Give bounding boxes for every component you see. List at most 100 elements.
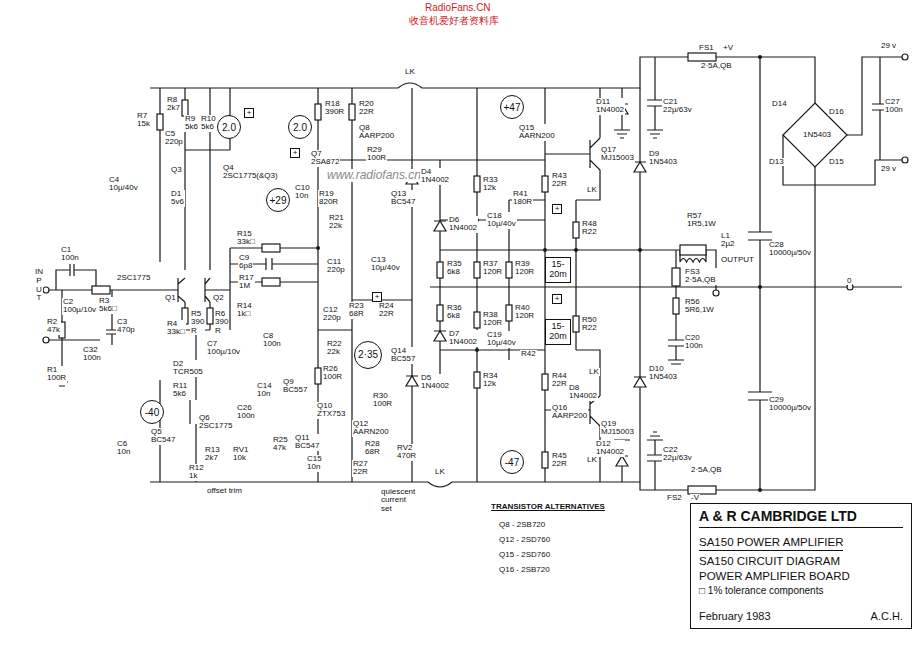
part-label: Q12 AARN200	[352, 420, 390, 437]
voltage-value: 2.0	[293, 122, 307, 133]
resistor-symbol	[315, 104, 321, 120]
resistor-symbol	[182, 100, 188, 116]
polarity-mark: +	[290, 148, 300, 158]
resistor-symbol	[542, 374, 548, 390]
part-label: R56 5R6,1W	[684, 298, 715, 315]
ground-line	[430, 286, 902, 287]
part-label: Q15 AARN200	[518, 124, 556, 141]
part-label: R12 1k	[188, 464, 205, 481]
part-label: D8 1N4002	[568, 384, 598, 401]
part-label: LK	[404, 68, 416, 76]
title-block: A & R CAMBRIDGE LTDSA150 POWER AMPLIFIER…	[690, 503, 912, 629]
part-label: R8 2k7	[166, 96, 181, 113]
part-label: D11 1N4002	[595, 98, 625, 115]
polarity-mark: +	[552, 204, 562, 214]
voltage-marker: 2.0	[288, 115, 312, 139]
title-text: A.C.H.	[871, 610, 903, 622]
voltage-value: -40	[145, 407, 159, 418]
part-label: C11 220p	[326, 258, 346, 275]
part-label: RV1 10k	[232, 446, 249, 463]
wires	[44, 57, 902, 490]
resistor-symbol	[437, 262, 443, 278]
resistor-symbol	[506, 305, 512, 321]
part-label: R7 15k	[136, 112, 151, 129]
current-value: 15- 20m	[549, 260, 567, 280]
part-label: D12 1N4002	[595, 440, 625, 457]
resistor-symbol	[474, 312, 480, 328]
resistor-symbol	[573, 316, 579, 332]
diode-symbol	[616, 456, 628, 466]
part-label: Q4 2SC1775(&Q3)	[222, 164, 279, 181]
part-label: D13	[768, 158, 785, 166]
input-label: INPUT	[35, 268, 43, 303]
part-label: C18 10µ/40v	[486, 212, 517, 229]
part-label: Q8 AARP200	[358, 124, 395, 141]
part-label: C3 470p	[116, 318, 136, 335]
feedback-network	[230, 248, 318, 330]
terminal	[902, 54, 908, 60]
driver-stage	[412, 88, 545, 482]
terminal	[713, 290, 719, 296]
part-label: C21 22µ/63v	[662, 98, 693, 115]
resistor-symbol	[474, 262, 480, 278]
part-label: Q13 BC547	[390, 190, 416, 207]
clamp-diodes	[639, 88, 640, 482]
part-label: FS3 2·5A,QB	[684, 268, 717, 285]
part-label: R28 68R	[364, 440, 381, 457]
part-label: Q14 BC557	[390, 347, 416, 364]
terminal	[902, 157, 908, 163]
voltage-marker: +47	[500, 95, 525, 120]
resistor-symbol	[573, 222, 579, 238]
part-label: R15 33k□	[236, 230, 256, 247]
part-label: C15 10n	[306, 455, 323, 472]
part-label: R38 120R	[482, 311, 503, 328]
part-label: R34 12k	[482, 372, 499, 389]
part-label: LK	[586, 456, 598, 464]
output-line	[440, 250, 716, 290]
part-label: +V	[722, 44, 734, 52]
junction-dot	[758, 488, 762, 492]
part-label: R26 100R	[322, 365, 343, 382]
part-label: R30 100R	[372, 392, 393, 409]
part-label: R42	[520, 350, 537, 358]
part-label: D1 5v6	[170, 190, 185, 207]
resistor-symbol	[437, 305, 443, 321]
part-label: R25 47k	[272, 436, 289, 453]
part-label: R44 22R	[551, 372, 568, 389]
resistor-symbol	[157, 114, 163, 130]
part-label: R43 22R	[551, 172, 568, 189]
part-label: R6 390 R	[214, 310, 229, 335]
components	[43, 53, 908, 494]
part-label: C29 10000µ/50v	[768, 396, 812, 413]
part-label: offset trim	[206, 487, 243, 495]
junction-dots	[316, 55, 762, 492]
part-label: 2·5A,QB	[690, 466, 723, 474]
part-label: C10 10n	[294, 184, 311, 201]
resistor-symbol	[474, 176, 480, 192]
part-label: R23 68R	[348, 302, 365, 319]
voltage-value: +47	[504, 102, 521, 113]
junction-dot	[543, 248, 547, 252]
part-label: D9 1N5403	[648, 150, 678, 167]
part-label: LK	[588, 368, 600, 376]
voltage-value: +29	[270, 195, 287, 206]
part-label: R19 820R	[318, 190, 339, 207]
part-label: R2 47k	[46, 318, 61, 335]
resistor-symbol	[474, 372, 480, 388]
part-label: D2 TCR505	[172, 360, 204, 377]
voltage-value: 2·35	[358, 349, 378, 360]
part-label: Q15 - 2SD760	[498, 551, 551, 559]
part-label: Q11 BC547	[294, 434, 320, 451]
part-label: 2·5A,QB	[700, 62, 733, 70]
resistor-symbol	[262, 244, 280, 252]
part-label: D5 1N4002	[420, 374, 450, 391]
title-line: SA150 POWER AMPLIFIER	[699, 532, 903, 555]
terminal	[43, 337, 49, 343]
part-label: Q7 2SA872	[310, 150, 340, 167]
positive-rail	[150, 57, 815, 103]
part-label: R1 100R	[46, 366, 67, 383]
resistor-symbol	[673, 298, 679, 314]
part-label: Q6 2SC1775	[198, 414, 233, 431]
part-label: R18 390R	[324, 100, 345, 117]
diode-symbol	[406, 376, 418, 386]
